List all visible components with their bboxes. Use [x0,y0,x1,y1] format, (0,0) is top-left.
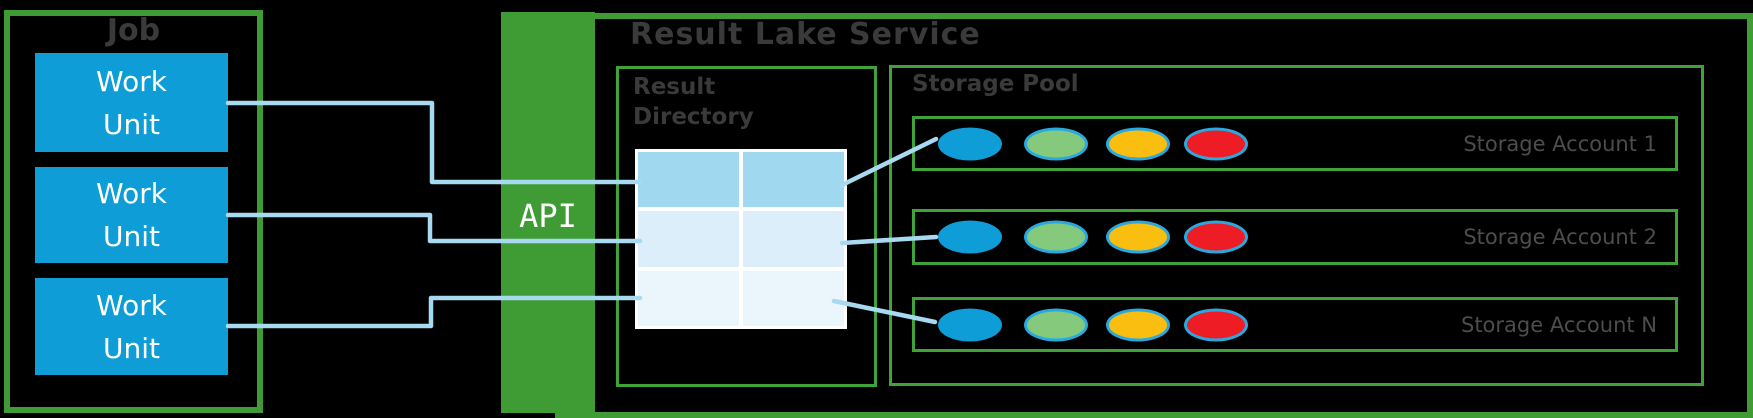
result-table-cell [743,270,844,326]
disk-ellipse-yellow [1106,308,1170,341]
work-unit-label-line2: Unit [103,220,160,253]
storage-account-row: Storage Account N [912,297,1678,352]
result-directory-title-line2: Directory [633,104,754,130]
result-directory-table [635,149,847,329]
disk-ellipse-green [1024,308,1088,341]
api-band [501,12,595,413]
disk-ellipse-blue [938,127,1002,160]
disk-ellipse-red [1184,308,1248,341]
work-unit-box: Work Unit [35,167,228,263]
disk-ellipse-green [1024,127,1088,160]
storage-account-label: Storage Account N [1460,312,1657,337]
result-directory-title-line1: Result [633,74,716,100]
storage-pool-box [889,65,1704,386]
result-table-cell [638,270,739,326]
work-unit-label-line1: Work [96,64,167,98]
disk-ellipse-blue [938,308,1002,341]
disk-ellipse-yellow [1106,220,1170,254]
disk-ellipse-yellow [1106,127,1170,160]
result-table-cell [743,152,844,208]
work-unit-label-line2: Unit [103,107,160,141]
job-group-box [4,10,263,413]
work-unit-label-line1: Work [96,288,167,322]
storage-account-row: Storage Account 1 [912,116,1678,171]
work-unit-label-line2: Unit [103,331,160,365]
disk-ellipse-red [1184,220,1248,254]
disk-ellipse-green [1024,220,1088,254]
result-table-cell [743,211,844,267]
storage-account-label: Storage Account 2 [1463,225,1657,249]
result-directory-title: Result Directory [633,72,754,132]
storage-account-row: Storage Account 2 [912,209,1678,265]
result-table-cell [638,211,739,267]
result-table-cell [638,152,739,208]
storage-pool-title: Storage Pool [912,71,1079,97]
disk-ellipse-blue [938,220,1002,254]
api-label: API [519,197,577,235]
work-unit-box: Work Unit [35,278,228,375]
storage-account-label: Storage Account 1 [1463,131,1657,156]
result-lake-service-title: Result Lake Service [630,17,981,52]
work-unit-label-line1: Work [96,177,167,210]
job-title: Job [106,13,161,48]
work-unit-box: Work Unit [35,53,228,152]
disk-ellipse-red [1184,127,1248,160]
